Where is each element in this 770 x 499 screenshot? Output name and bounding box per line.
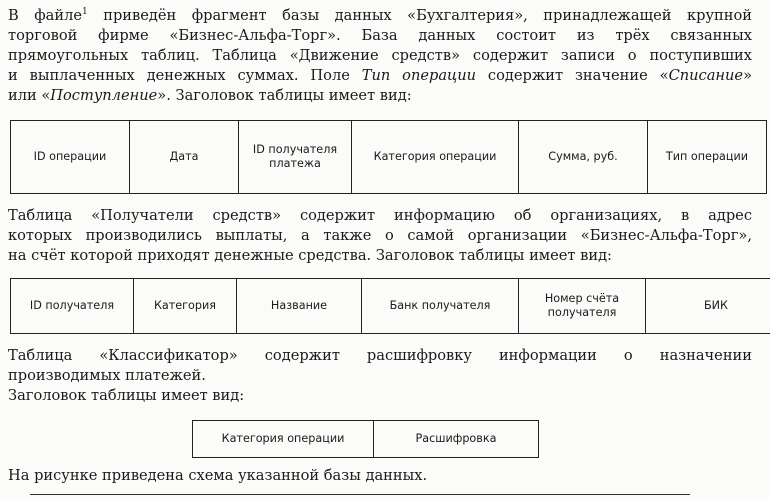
header-cell: Номер счёта получателя xyxy=(518,278,646,334)
header-cell: Тип операции xyxy=(647,120,767,194)
classifier-table-header: Категория операции Расшифровка xyxy=(192,420,539,458)
header-cell: Название xyxy=(236,278,362,334)
header-cell: БИК xyxy=(645,278,770,334)
schema-line-1: На рисунке приведена схема указанной баз… xyxy=(8,467,428,484)
header-cell: Категория операции xyxy=(192,420,374,458)
header-cell: Сумма, руб. xyxy=(518,120,648,194)
header-cell: Расшифровка xyxy=(373,420,539,458)
field-name: Тип операции xyxy=(361,67,477,84)
intro-line-5: или «Поступление». Заголовок таблицы име… xyxy=(8,87,412,104)
header-cell: ID операции xyxy=(10,120,130,194)
header-cell: Дата xyxy=(129,120,239,194)
recipients-table-header: ID получателя Категория Название Банк по… xyxy=(10,278,770,334)
recipients-line-3: на счёт которой приходят денежные средст… xyxy=(8,247,612,264)
table-row: ID получателя Категория Название Банк по… xyxy=(10,278,770,334)
footnote-marker: 1 xyxy=(81,7,88,18)
table-row: Категория операции Расшифровка xyxy=(192,420,539,458)
intro-line-1: В файле1 приведён фрагмент базы данных «… xyxy=(8,7,752,24)
intro-line-3: прямоугольных таблиц. Таблица «Движение … xyxy=(8,47,752,64)
recipients-paragraph: Таблица «Получатели средств» содержит ин… xyxy=(8,206,752,266)
header-cell: Банк получателя xyxy=(361,278,519,334)
intro-line-4: и выплаченных денежных суммах. Поле Тип … xyxy=(8,67,752,84)
classifier-paragraph: Таблица «Классификатор» содержит расшифр… xyxy=(8,346,752,406)
movement-table-header: ID операции Дата ID получателя платежа К… xyxy=(10,120,767,194)
intro-paragraph: В файле1 приведён фрагмент базы данных «… xyxy=(8,6,752,106)
recipients-line-1: Таблица «Получатели средств» содержит ин… xyxy=(8,207,752,224)
recipients-line-2: которых производились выплаты, а также о… xyxy=(8,227,752,244)
value-write-off: Списание xyxy=(668,67,744,84)
schema-paragraph: На рисунке приведена схема указанной баз… xyxy=(8,466,752,486)
header-cell: ID получателя платежа xyxy=(238,120,352,194)
classifier-line-3: Заголовок таблицы имеет вид: xyxy=(8,387,245,404)
classifier-line-1: Таблица «Классификатор» содержит расшифр… xyxy=(8,347,752,364)
table-row: ID операции Дата ID получателя платежа К… xyxy=(10,120,767,194)
header-cell: Категория xyxy=(133,278,237,334)
diagram-edge-divider xyxy=(30,494,690,495)
intro-line-2: торговой фирме «Бизнес-Альфа-Торг». База… xyxy=(8,27,752,44)
value-income: Поступление xyxy=(50,87,158,104)
header-cell: Категория операции xyxy=(351,120,519,194)
header-cell: ID получателя xyxy=(10,278,134,334)
classifier-line-2: производимых платежей. xyxy=(8,367,206,384)
